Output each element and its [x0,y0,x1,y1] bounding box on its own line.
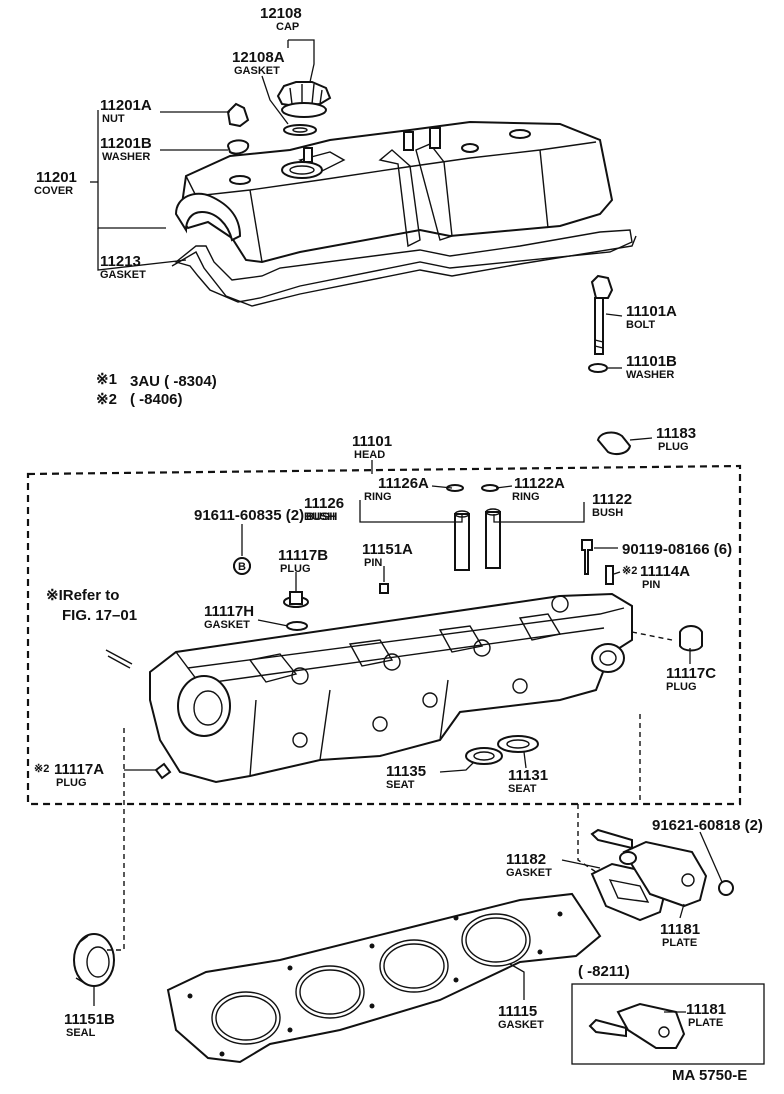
label-12108-number: 12108 [260,5,302,22]
label-91611-name: BUSH [306,511,337,523]
label-11182-name: GASKET [506,867,552,879]
cylinder-head-drawing [149,592,633,784]
label-11101-name: HEAD [354,449,385,461]
label-11114A-name: PIN [642,579,660,591]
leader-lines [90,39,723,1013]
label-11122A-number: 11122A [514,475,565,492]
label-11135-name: SEAT [386,779,415,791]
label-11101A-number: 11101A [626,303,677,320]
label-11117H-number: 11117H [204,603,254,620]
label-11201A-number: 11201A [100,97,152,114]
note2-mark: ※2 [96,391,117,408]
label-91611-number: 91611-60835 (2) [194,507,304,524]
label-11117H-name: GASKET [204,619,250,631]
label-11114A-number: 11114A [640,563,690,580]
label-11181-name: PLATE [662,937,697,949]
label-11122A-name: RING [512,491,540,503]
label-11131-number: 11131 [508,767,548,784]
label-11201B-number: 11201B [100,135,152,152]
label-11117C-number: 11117C [666,665,716,682]
label-11183-name: PLUG [658,441,689,453]
label-11181-inset-number: 11181 [686,1001,726,1018]
label-11101-number: 11101 [352,433,392,450]
b-marker-text: B [238,561,246,573]
label-11183-number: 11183 [656,425,696,442]
dashed-boxes [26,464,742,951]
label-11131-name: SEAT [508,783,537,795]
label-12108-name: CAP [276,21,299,33]
bushes-drawing [446,484,501,571]
label-12108A-name: GASKET [234,65,280,77]
inset-plate-drawing [571,983,765,1065]
label-11126-number: 11126 [304,495,344,512]
label-11117A-number: 11117A [54,761,104,778]
label-11201A-name: NUT [102,113,125,125]
label-11115-number: 11115 [498,1003,537,1020]
label-11117A-mark: ※2 [34,763,49,775]
seal-drawing [73,933,115,987]
label-91621-number: 91621-60818 (2) [652,817,763,834]
label-11117A-name: PLUG [56,777,87,789]
label-11126A-name: RING [364,491,392,503]
footer-code: MA 5750-E [672,1067,747,1084]
label-11181-number: 11181 [660,921,700,938]
head-gasket-drawing [166,892,602,1064]
label-11151A-name: PIN [364,557,382,569]
label-11117C-name: PLUG [666,681,697,693]
label-11181-inset-name: PLATE [688,1017,723,1029]
label-11182-number: 11182 [506,851,546,868]
label-11122-name: BUSH [592,507,623,519]
label-11117B-name: PLUG [280,563,311,575]
label-11213-name: GASKET [100,269,146,281]
labels: 12108 CAP 12108A GASKET 11201A NUT 11201… [34,5,763,1084]
label-90119-number: 90119-08166 (6) [622,541,732,558]
label-11201-number: 11201 [36,169,77,186]
label-11201B-name: WASHER [102,151,150,163]
note1-text: 3AU ( -8304) [130,373,217,390]
head-bolt-drawing [588,274,614,373]
seats-drawing [465,735,539,765]
label-11151B-number: 11151B [64,1011,115,1028]
plug-11183-drawing [596,431,632,455]
label-11114A-mark: ※2 [622,565,637,577]
label-11115-name: GASKET [498,1019,544,1031]
label-11151B-name: SEAL [66,1027,96,1039]
refer-line2: FIG. 17–01 [62,607,137,624]
refer-line1: ※IRefer to [46,587,119,604]
label-11201-name: COVER [34,185,73,197]
label-11126A-number: 11126A [378,475,429,492]
label-11101A-name: BOLT [626,319,655,331]
inset-range: ( -8211) [578,963,630,980]
nut-washer-drawing [226,102,250,155]
note2-text: ( -8406) [130,391,183,408]
b-marker-circle [233,557,251,575]
label-11101B-number: 11101B [626,353,677,370]
label-11117B-number: 11117B [278,547,328,564]
label-11126-name: BUSH [304,511,335,523]
oil-cap-drawing [276,81,332,136]
label-11101B-name: WASHER [626,369,674,381]
label-12108A-number: 12108A [232,49,285,66]
plate-assembly-drawing [590,828,734,922]
valve-cover-drawing [171,120,637,307]
label-11151A-number: 11151A [362,541,413,558]
note1-mark: ※1 [96,371,117,388]
label-11135-number: 11135 [386,763,426,780]
label-11213-number: 11213 [100,253,141,270]
label-11122-number: 11122 [592,491,632,508]
